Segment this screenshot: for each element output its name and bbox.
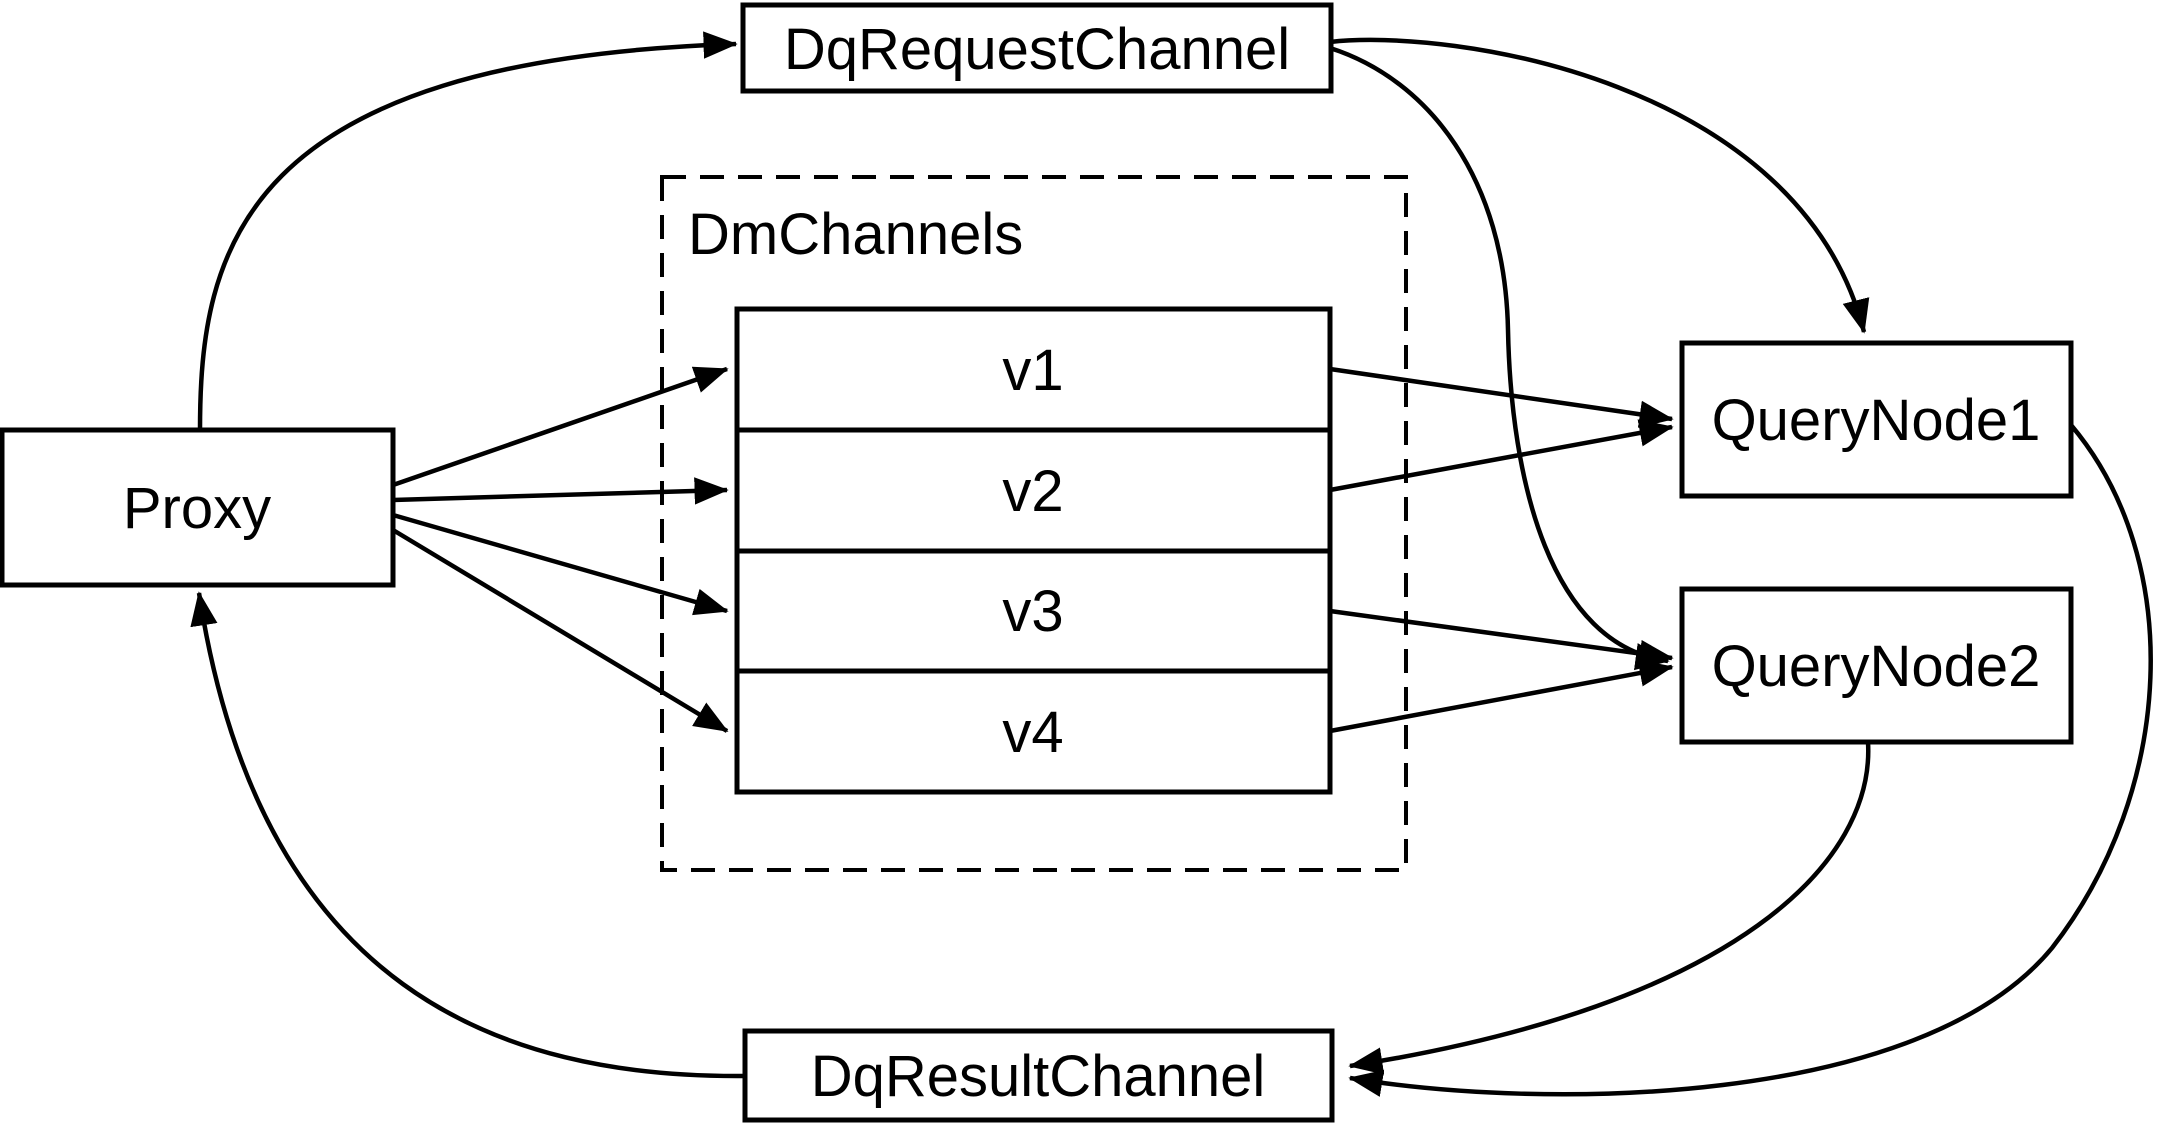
- edge-dqrequestchannel-to-querynode1: [1329, 37, 1870, 334]
- edge-proxy-to-v3: [392, 512, 729, 616]
- dmchannels-group-label: DmChannels: [688, 202, 1023, 267]
- edge-dqresultchannel-to-proxy: [190, 591, 746, 1079]
- edge-querynode1-to-dqresultchannel: [1348, 423, 2153, 1097]
- querynode1-label: QueryNode1: [1712, 388, 2041, 453]
- querynode2-label: QueryNode2: [1712, 634, 2041, 699]
- edge-v1-to-querynode1: [1329, 366, 1674, 428]
- dqrequestchannel-label: DqRequestChannel: [784, 17, 1290, 82]
- vchannel-v1-label: v1: [1002, 338, 1063, 403]
- edge-querynode2-to-dqresultchannel: [1348, 741, 1871, 1075]
- vchannel-v3-label: v3: [1002, 579, 1063, 644]
- edge-v2-to-querynode1: [1329, 419, 1674, 493]
- dqresultchannel-node: [742, 1028, 1335, 1123]
- edge-proxy-to-v2: [392, 477, 729, 505]
- querynode2-node: [1679, 586, 2074, 745]
- vchannel-v2-label: v2: [1002, 459, 1063, 524]
- querynode1-node: [1679, 340, 2074, 499]
- proxy-node: [0, 427, 396, 588]
- edge-proxy-to-v4: [391, 528, 729, 733]
- edge-v4-to-querynode2: [1329, 659, 1674, 734]
- edge-proxy-to-dqrequestchannel: [197, 31, 738, 431]
- proxy-label: Proxy: [123, 476, 271, 541]
- edge-dqrequestchannel-to-querynode2: [1329, 45, 1670, 671]
- vchannel-v4-label: v4: [1002, 700, 1063, 765]
- dmchannels-group-box: [660, 175, 1408, 872]
- edge-v3-to-querynode2: [1329, 608, 1674, 668]
- edge-proxy-to-v1: [392, 366, 729, 488]
- dqrequestchannel-node: [740, 2, 1334, 94]
- dqresultchannel-label: DqResultChannel: [811, 1044, 1266, 1109]
